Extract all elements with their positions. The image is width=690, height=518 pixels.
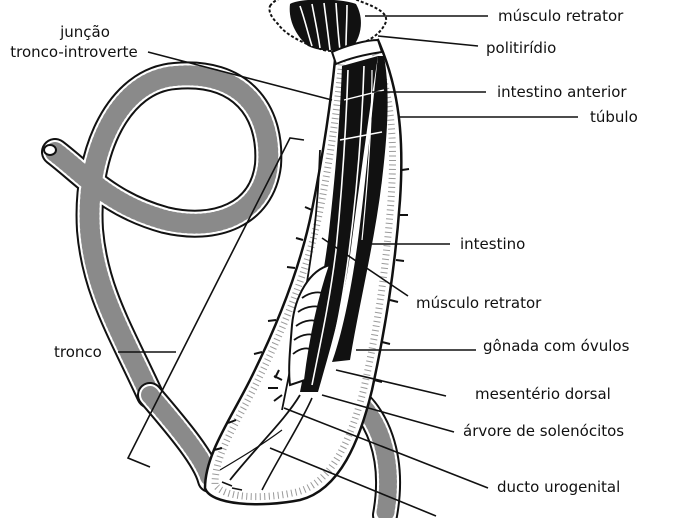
trunk-bracket xyxy=(126,137,305,468)
labels: músculo retrator politirídio junção tron… xyxy=(10,7,638,496)
label-anterior-intestine: intestino anterior xyxy=(497,83,627,101)
label-tubule: túbulo xyxy=(590,108,638,126)
label-polytirid: politirídio xyxy=(486,39,556,57)
label-urogenital-duct: ducto urogenital xyxy=(497,478,620,496)
label-gonad: gônada com óvulos xyxy=(483,337,630,355)
gonad xyxy=(288,263,332,387)
leader-urogenital-duct xyxy=(283,407,489,489)
leader-lower xyxy=(269,447,437,517)
leader-dorsal-mesentery xyxy=(335,369,447,397)
intestine xyxy=(300,56,388,392)
urogenital-duct xyxy=(219,394,313,491)
label-solenocyte-tree: árvore de solenócitos xyxy=(463,422,624,440)
leader-polytirid xyxy=(377,35,479,47)
leader-solenocyte-tree xyxy=(321,394,455,433)
label-retractor-top: músculo retrator xyxy=(498,7,624,25)
leader-junction xyxy=(147,51,333,101)
solenocyte-tree xyxy=(268,369,283,402)
label-dorsal-mesentery: mesentério dorsal xyxy=(475,385,611,403)
label-trunk: tronco xyxy=(54,343,102,361)
label-junction-line1: junção xyxy=(59,23,110,41)
label-intestine: intestino xyxy=(460,235,525,253)
label-junction-line2: tronco-introverte xyxy=(10,43,137,61)
introvert-head xyxy=(268,0,388,66)
leader-lines xyxy=(118,15,578,517)
label-retractor-middle: músculo retrator xyxy=(416,294,542,312)
leader-retractor-middle xyxy=(321,237,409,297)
